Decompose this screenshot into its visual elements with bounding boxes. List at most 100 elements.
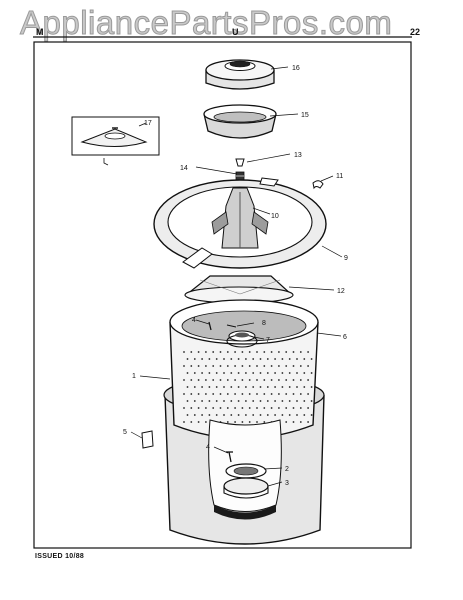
perforation-dot (278, 407, 280, 409)
perforation-dot (183, 407, 185, 409)
perforation-dot (219, 379, 222, 381)
perforation-dot (259, 400, 262, 402)
perforation-dot (303, 400, 306, 402)
callout-13: 13 (294, 152, 302, 159)
perforation-dot (237, 400, 240, 402)
perforation-dot (219, 407, 222, 409)
perforation-dot (234, 365, 237, 367)
perforation-dot (215, 400, 218, 402)
perforation-dot (263, 351, 266, 353)
callout-2: 2 (285, 466, 289, 473)
perforation-dot (201, 414, 204, 416)
perforation-dot (219, 365, 222, 367)
part-2-seal (225, 463, 267, 479)
perforation-dot (190, 379, 193, 381)
perforation-dot (186, 400, 189, 402)
callout-4-upper: 4 (192, 317, 196, 324)
perforation-dot (183, 365, 185, 367)
perforation-dot (237, 358, 240, 360)
perforation-dot (241, 365, 244, 367)
perforation-dot (252, 414, 255, 416)
perforation-dot (197, 351, 200, 353)
perforation-dot (303, 414, 306, 416)
perforation-dot (252, 358, 255, 360)
perforation-dot (299, 407, 302, 409)
perforation-dot (215, 414, 218, 416)
perforation-dot (310, 358, 313, 360)
perforation-dot (197, 379, 200, 381)
perforation-dot (270, 393, 273, 395)
perforation-dot (296, 400, 298, 402)
part-7-hub-collar (226, 330, 258, 348)
perforation-dot (230, 372, 233, 374)
callout-11: 11 (336, 173, 343, 180)
perforation-dot (310, 400, 313, 402)
part-10-agitator (211, 187, 269, 249)
perforation-dot (278, 393, 280, 395)
perforation-dot (205, 365, 207, 367)
perforation-dot (226, 407, 229, 409)
perforation-dot (234, 379, 237, 381)
perforation-dot (263, 365, 266, 367)
perforation-dot (307, 351, 309, 353)
perforation-dot (252, 386, 255, 388)
perforation-dot (285, 407, 288, 409)
perforation-dot (215, 372, 218, 374)
perforation-dot (263, 379, 266, 381)
perforation-dot (193, 400, 196, 402)
part-4-screw-upper (208, 321, 212, 331)
part-15-dispenser-cup (203, 104, 277, 139)
perforation-dot (186, 386, 189, 388)
perforation-dot (292, 379, 295, 381)
part-13-cap (235, 158, 245, 167)
perforation-dot (259, 414, 262, 416)
perforation-dot (190, 365, 193, 367)
perforation-dot (241, 407, 244, 409)
perforation-dot (201, 358, 204, 360)
perforation-dot (237, 414, 240, 416)
perforation-dot (303, 386, 306, 388)
header-model-label: M (36, 27, 44, 37)
drawing-frame (33, 41, 412, 549)
perforation-dot (281, 386, 284, 388)
perforation-dot (212, 351, 215, 353)
perforation-dot (299, 351, 302, 353)
perforation-dot (248, 393, 251, 395)
perforation-dot (223, 358, 225, 360)
perforation-dot (256, 351, 258, 353)
perforation-dot (205, 351, 207, 353)
perforation-dot (296, 358, 298, 360)
perforation-dot (299, 379, 302, 381)
perforation-dot (285, 365, 288, 367)
perforation-dot (299, 365, 302, 367)
perforation-dot (292, 393, 295, 395)
perforation-dot (292, 351, 295, 353)
perforation-dot (186, 358, 189, 360)
part-16-dispenser-cap (205, 59, 275, 90)
perforation-dot (278, 379, 280, 381)
perforation-dot (205, 407, 207, 409)
perforation-dot (234, 393, 237, 395)
perforation-dot (266, 358, 269, 360)
perforation-dot (256, 379, 258, 381)
part-12-splash-guard (184, 275, 294, 304)
perforation-dot (230, 386, 233, 388)
perforation-dot (270, 351, 273, 353)
perforation-dot (197, 421, 200, 423)
perforation-dot (190, 421, 193, 423)
callout-9: 9 (344, 255, 348, 262)
part-5-label (141, 430, 154, 449)
watermark: AppliancePartsPros.com (19, 4, 393, 42)
perforation-dot (190, 407, 193, 409)
perforation-dot (281, 358, 284, 360)
perforation-dot (241, 393, 244, 395)
perforation-dot (230, 400, 233, 402)
perforation-dot (256, 421, 258, 423)
perforation-dot (245, 400, 247, 402)
perforation-dot (186, 372, 189, 374)
perforation-dot (193, 414, 196, 416)
perforation-dot (307, 421, 309, 423)
perforation-dot (226, 421, 229, 423)
perforation-dot (223, 400, 225, 402)
perforation-dot (197, 393, 200, 395)
